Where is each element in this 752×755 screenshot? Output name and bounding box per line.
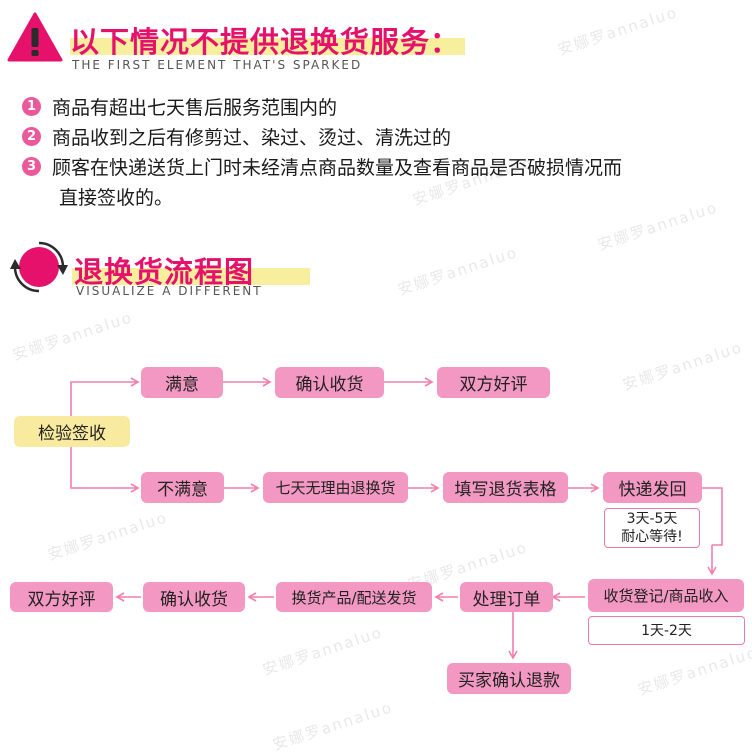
express-return-box: 快递发回 bbox=[603, 472, 702, 503]
good-review-box-2: 双方好评 bbox=[10, 582, 113, 612]
list-item: 商品收到之后有修剪过、染过、烫过、清洗过的 bbox=[52, 127, 452, 149]
header-highlight bbox=[70, 38, 465, 55]
seller-refund-box: 买家确认退款 bbox=[447, 663, 571, 694]
process-order-box: 处理订单 bbox=[460, 582, 553, 612]
list-item: 顾客在快递送货上门时未经清点商品数量及查看商品是否破损情况而 bbox=[52, 157, 623, 179]
good-review-box-1: 双方好评 bbox=[437, 367, 550, 398]
seven-day-return-box: 七天无理由退换货 bbox=[263, 472, 408, 503]
receive-register-box: 收货登记/商品收入 bbox=[588, 579, 744, 612]
section2-subtitle: VISUALIZE A DIFFERENT bbox=[76, 284, 263, 298]
wait-note-line2: 耐心等待! bbox=[621, 529, 683, 545]
fill-form-box: 填写退货表格 bbox=[443, 472, 568, 503]
list-number-3: 3 bbox=[22, 157, 41, 176]
exchange-ship-box: 换货产品/配送发货 bbox=[276, 582, 432, 612]
refresh-icon bbox=[10, 238, 68, 296]
warning-icon bbox=[7, 11, 63, 63]
header-highlight bbox=[72, 268, 310, 285]
inspect-sign-box: 检验签收 bbox=[14, 416, 130, 447]
satisfied-box: 满意 bbox=[141, 367, 223, 398]
wait-note: 3天-5天 耐心等待! bbox=[604, 508, 700, 548]
confirm-receipt-box-1: 确认收货 bbox=[275, 367, 384, 398]
section1-title: 以下情况不提供退换货服务： bbox=[70, 25, 461, 59]
list-item-continuation: 直接签收的。 bbox=[59, 187, 174, 209]
section2-title: 退换货流程图 bbox=[74, 255, 255, 289]
list-number-1: 1 bbox=[22, 97, 41, 116]
section1-subtitle: THE FIRST ELEMENT THAT'S SPARKED bbox=[72, 58, 363, 72]
process-time-note: 1天-2天 bbox=[588, 616, 745, 645]
confirm-receipt-box-2: 确认收货 bbox=[143, 582, 245, 612]
list-number-2: 2 bbox=[22, 127, 41, 146]
unsatisfied-box: 不满意 bbox=[141, 472, 224, 503]
wait-note-line1: 3天-5天 bbox=[626, 511, 678, 527]
list-item: 商品有超出七天售后服务范围内的 bbox=[52, 97, 338, 119]
